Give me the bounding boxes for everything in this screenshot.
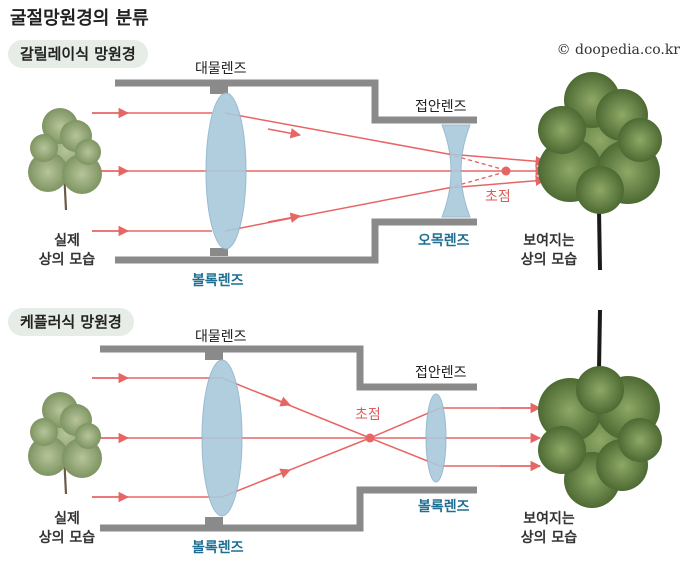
keplerian-lens-clip-bottom <box>205 517 223 525</box>
galilean-heading: 갈릴레이식 망원경 <box>8 40 148 68</box>
copyright: © doopedia.co.kr <box>556 42 680 58</box>
galilean-focus-point <box>501 166 511 176</box>
galilean-diagram <box>28 72 662 271</box>
galilean-ray-bot-out <box>447 175 547 189</box>
galilean-object-caption-line1: 실제 <box>54 233 80 249</box>
keplerian-focus-label: 초점 <box>355 407 381 423</box>
page-title: 굴절망원경의 분류 <box>10 8 149 29</box>
galilean-objective-type: 볼록렌즈 <box>192 273 244 289</box>
keplerian-ray-bot <box>92 407 540 498</box>
galilean-ray-bot-mid-arrow <box>267 212 302 223</box>
keplerian-object-caption-line2: 상의 모습 <box>38 530 96 546</box>
galilean-image-caption-line1: 보여지는 <box>523 233 575 249</box>
galilean-tube-bottom <box>115 218 477 264</box>
keplerian-tube-top <box>100 345 477 391</box>
keplerian-image-caption-line1: 보여지는 <box>523 511 575 527</box>
galilean-eyepiece-label: 접안렌즈 <box>415 99 467 115</box>
keplerian-ray-top-mid-arrow <box>261 393 291 407</box>
keplerian-eyepiece-label: 접안렌즈 <box>415 365 467 381</box>
keplerian-lens-clip-top <box>205 352 223 360</box>
galilean-ray-bot-conv <box>224 187 449 232</box>
keplerian-objective-lens <box>201 359 243 517</box>
galilean-lens-clip-bottom <box>210 248 228 256</box>
galilean-ray-top-mid-arrow <box>267 128 302 139</box>
keplerian-diagram <box>28 309 662 532</box>
galilean-lens-clip-top <box>210 86 228 94</box>
keplerian-objective-label: 대물렌즈 <box>195 329 247 345</box>
galilean-objective-lens <box>205 92 247 250</box>
galilean-object-tree <box>28 108 102 211</box>
keplerian-focus-point <box>365 433 375 443</box>
keplerian-objective-type: 볼록렌즈 <box>192 540 244 556</box>
galilean-focus-label: 초점 <box>485 189 511 205</box>
keplerian-eyepiece-type: 볼록렌즈 <box>418 499 470 515</box>
keplerian-object-caption-line1: 실제 <box>54 511 80 527</box>
galilean-eyepiece-lens <box>441 124 471 218</box>
keplerian-ray-bot-mid-arrow <box>261 468 291 482</box>
keplerian-object-tree <box>28 392 102 495</box>
galilean-ray-top-conv <box>224 112 449 155</box>
galilean-image-caption: 보여지는 상의 모습 <box>504 232 594 270</box>
keplerian-image-tree <box>538 309 662 508</box>
galilean-eyepiece-type: 오목렌즈 <box>418 233 470 249</box>
galilean-ray-top-out <box>447 153 547 167</box>
keplerian-eyepiece-lens <box>425 393 447 483</box>
keplerian-tube-bottom <box>100 486 477 532</box>
galilean-tube-top <box>115 79 477 124</box>
galilean-object-caption-line2: 상의 모습 <box>38 252 96 268</box>
galilean-object-caption: 실제 상의 모습 <box>22 232 112 270</box>
galilean-image-tree <box>538 72 662 271</box>
keplerian-ray-top <box>92 377 540 467</box>
keplerian-object-caption: 실제 상의 모습 <box>22 510 112 548</box>
keplerian-image-caption: 보여지는 상의 모습 <box>504 510 594 548</box>
keplerian-heading: 케플러식 망원경 <box>8 308 134 336</box>
keplerian-image-caption-line2: 상의 모습 <box>520 530 578 546</box>
galilean-image-caption-line2: 상의 모습 <box>520 252 578 268</box>
galilean-objective-label: 대물렌즈 <box>195 61 247 77</box>
